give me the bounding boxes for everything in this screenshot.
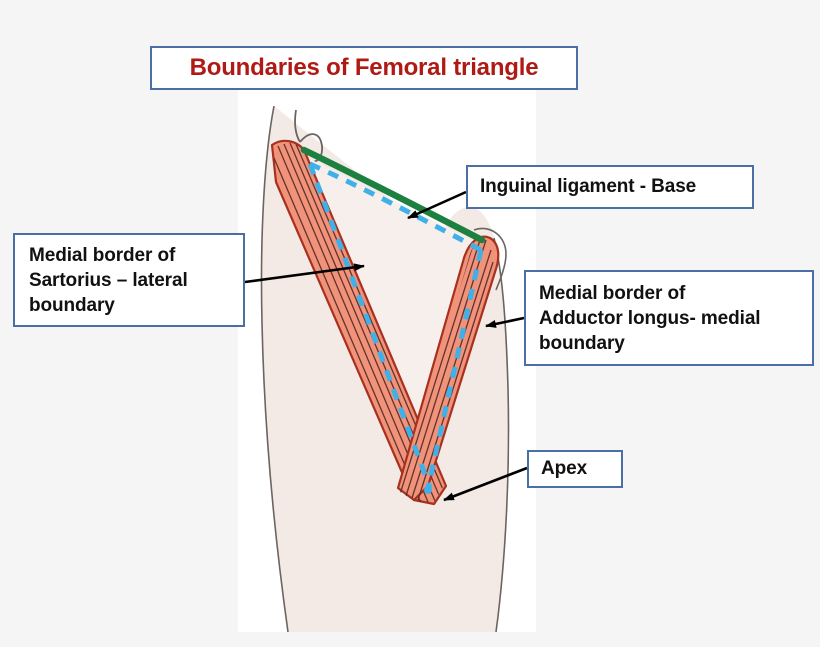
sartorius-label: Medial border of Sartorius – lateral bou… (13, 233, 245, 327)
inguinal-ligament-label: Inguinal ligament - Base (466, 165, 754, 209)
page-title-text: Boundaries of Femoral triangle (190, 52, 539, 84)
page-title: Boundaries of Femoral triangle (150, 46, 578, 90)
apex-point (424, 486, 432, 494)
sartorius-label-line-3: boundary (29, 293, 243, 318)
adductor-label-line-1: Medial border of (539, 281, 812, 306)
apex-label: Apex (527, 450, 623, 488)
adductor-label-line-2: Adductor longus- medial (539, 306, 812, 331)
adductor-label-line-3: boundary (539, 331, 812, 356)
apex-label-line-1: Apex (541, 456, 587, 481)
adductor-longus-label: Medial border of Adductor longus- medial… (524, 270, 814, 366)
sartorius-label-line-1: Medial border of (29, 243, 243, 268)
inguinal-label-line-1: Inguinal ligament - Base (480, 174, 696, 199)
sartorius-label-line-2: Sartorius – lateral (29, 268, 243, 293)
